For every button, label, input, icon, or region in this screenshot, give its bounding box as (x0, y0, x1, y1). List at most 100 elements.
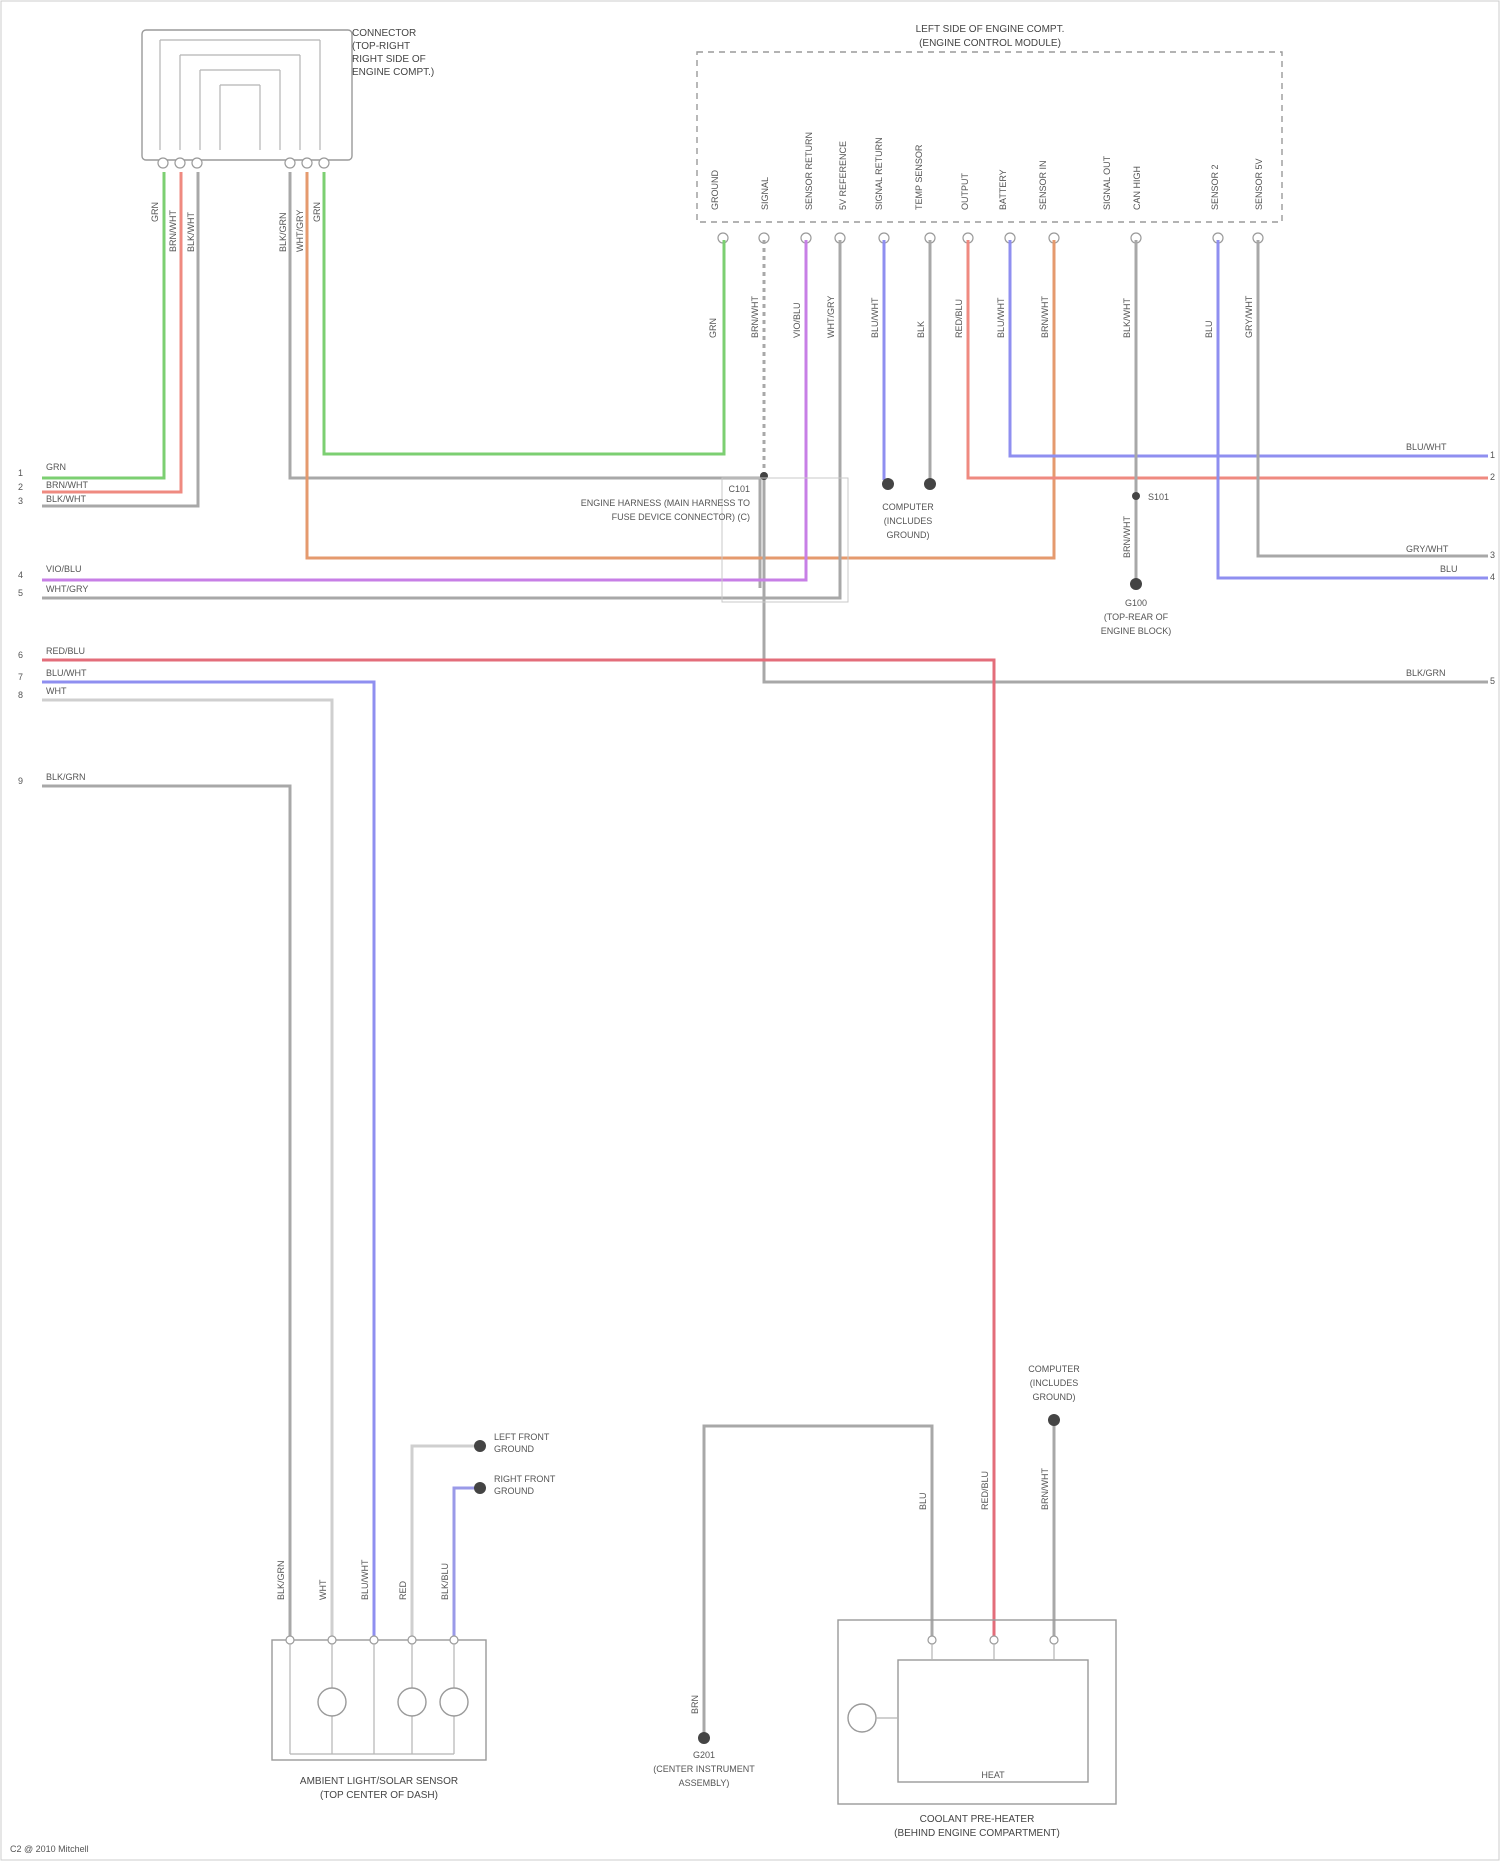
left-wire-label: BLK/GRN (46, 772, 86, 782)
right-pin: 3 (1490, 550, 1495, 560)
module-pin-labels: GROUND SIGNAL SENSOR RETURN 5V REFERENCE… (710, 132, 1264, 210)
left-wire-label: BLK/WHT (46, 494, 87, 504)
top-wire-label: WHT/GRY (295, 210, 305, 252)
left-pin: 6 (18, 650, 23, 660)
left-pin: 4 (18, 570, 23, 580)
module-wire-label: BLU/WHT (870, 297, 880, 338)
module-wire-label: GRN (708, 318, 718, 338)
splice-center-label-3: FUSE DEVICE CONNECTOR) (C) (612, 512, 750, 522)
module-label-1: LEFT SIDE OF ENGINE COMPT. (916, 24, 1065, 35)
splice-right-label: S101 (1148, 492, 1169, 502)
sensor-wire-label: WHT (318, 1579, 328, 1600)
wire-blue-down (42, 682, 374, 1640)
module-pin-label: OUTPUT (960, 173, 970, 211)
sensor-wire-label: BLU/WHT (360, 1559, 370, 1600)
splice-center: C101 ENGINE HARNESS (MAIN HARNESS TO FUS… (581, 472, 848, 602)
right-wire-label: BLK/GRN (1406, 668, 1446, 678)
module-wire-label: BLK (916, 321, 926, 338)
top-wire-label: BLK/WHT (186, 211, 196, 252)
ground-right-label-2: (TOP-REAR OF (1104, 612, 1169, 622)
wire-gray-2 (290, 172, 760, 588)
heater-element-icon (848, 1704, 876, 1732)
wire-gray-6 (1258, 240, 1488, 556)
right-wire-label: GRY/WHT (1406, 544, 1449, 554)
left-pin: 1 (18, 468, 23, 478)
ground-wire-label: BRN/WHT (1122, 516, 1132, 558)
small-grounds: LEFT FRONT GROUND RIGHT FRONT GROUND (474, 1432, 556, 1496)
ground-bottom-right-label-3: GROUND) (1033, 1392, 1076, 1402)
module-wire-label: BLU (1204, 320, 1214, 338)
heater-wire-label: RED/BLU (980, 1471, 990, 1510)
ground-mid-label-1: COMPUTER (882, 502, 934, 512)
sensor-wire-label: RED (398, 1580, 408, 1600)
ground-mid: COMPUTER (INCLUDES GROUND) (882, 478, 936, 540)
wire-blue-sensor (454, 1488, 480, 1640)
splice-center-label-1: C101 (728, 484, 750, 494)
heater-wire-label: BLU (918, 1492, 928, 1510)
ground-right-label-1: G100 (1125, 598, 1147, 608)
module-pin-label: SENSOR IN (1038, 160, 1048, 210)
left-wire-label: WHT (46, 686, 67, 696)
ground-bottom-right-label-1: COMPUTER (1028, 1364, 1080, 1374)
module-pin-label: CAN HIGH (1132, 166, 1142, 210)
module-wire-label: RED/BLU (954, 299, 964, 338)
heater-wire-label: BRN/WHT (1040, 1468, 1050, 1510)
top-wire-label: GRN (312, 202, 322, 222)
ground-bottom-mid-label-2: (CENTER INSTRUMENT (653, 1764, 755, 1774)
module-wire-label: BRN/WHT (1040, 296, 1050, 338)
module-wire-label: VIO/BLU (792, 302, 802, 338)
module-wire-label: WHT/GRY (826, 296, 836, 338)
left-wire-label: GRN (46, 462, 66, 472)
top-wire-label: BLK/GRN (278, 212, 288, 252)
ground-mid-label-3: GROUND) (887, 530, 930, 540)
right-pin: 2 (1490, 472, 1495, 482)
wire-gray-3 (42, 240, 840, 598)
left-pin: 2 (18, 482, 23, 492)
module-pin-label: SIGNAL (760, 177, 770, 210)
left-edge: 1 2 3 4 5 6 7 8 9 GRN BRN/WHT BLK/WHT VI… (18, 462, 88, 786)
footer-copyright: C2 @ 2010 Mitchell (10, 1844, 89, 1854)
wire-green-2 (324, 172, 724, 454)
wire-green-1 (42, 172, 164, 478)
ground-bottom-mid-label-1: G201 (693, 1750, 715, 1760)
sensor-wire-label: BLK/GRN (276, 1560, 286, 1600)
left-wire-label: BRN/WHT (46, 480, 88, 490)
wire-red-1 (42, 172, 181, 492)
top-left-connector-label-4: ENGINE COMPT.) (352, 67, 434, 78)
module-wire-label: GRY/WHT (1244, 295, 1254, 338)
wire-gray-sensor-1 (412, 1446, 480, 1640)
right-pin: 4 (1490, 572, 1495, 582)
left-wire-label: BLU/WHT (46, 668, 87, 678)
right-pin: 5 (1490, 676, 1495, 686)
wire-labels: GRN BRN/WHT VIO/BLU WHT/GRY BLU/WHT BLK … (150, 202, 1254, 1714)
module-wire-label: BLU/WHT (996, 297, 1006, 338)
right-wire-label: BLU (1440, 564, 1458, 574)
right-wire-label: BLU/WHT (1406, 442, 1447, 452)
heater-label-1: COOLANT PRE-HEATER (920, 1814, 1035, 1825)
module-pin-label: SIGNAL OUT (1102, 155, 1112, 210)
wire-violet-1 (42, 240, 806, 580)
top-wire-label: GRN (150, 202, 160, 222)
sensor-label-1: AMBIENT LIGHT/SOLAR SENSOR (300, 1776, 458, 1787)
module-pin-label: SENSOR 2 (1210, 164, 1220, 210)
wire-gray-down-2 (42, 786, 290, 1640)
small-ground-1-label-2: GROUND (494, 1444, 534, 1454)
ground-bottom-right: COMPUTER (INCLUDES GROUND) (1028, 1364, 1080, 1426)
module-pin-label: SENSOR RETURN (804, 132, 814, 210)
top-left-connector: CONNECTOR (TOP-RIGHT RIGHT SIDE OF ENGIN… (142, 28, 434, 168)
ground-bottom-mid: G201 (CENTER INSTRUMENT ASSEMBLY) (653, 1732, 755, 1788)
left-pin: 8 (18, 690, 23, 700)
left-wire-label: WHT/GRY (46, 584, 88, 594)
ambient-light-sensor: AMBIENT LIGHT/SOLAR SENSOR (TOP CENTER O… (272, 1636, 486, 1801)
ground-right-label-3: ENGINE BLOCK) (1101, 626, 1172, 636)
module-pin-label: GROUND (710, 170, 720, 210)
module-pin-label: BATTERY (998, 169, 1008, 210)
module-pins (718, 233, 1263, 243)
wire-blue-2 (1010, 240, 1488, 456)
ground-mid-label-2: (INCLUDES (884, 516, 933, 526)
module-label-2: (ENGINE CONTROL MODULE) (919, 38, 1061, 49)
coolant-pre-heater: HEAT COOLANT PRE-HEATER (BEHIND ENGINE C… (838, 1620, 1116, 1839)
module-pin-label: 5V REFERENCE (838, 141, 848, 210)
